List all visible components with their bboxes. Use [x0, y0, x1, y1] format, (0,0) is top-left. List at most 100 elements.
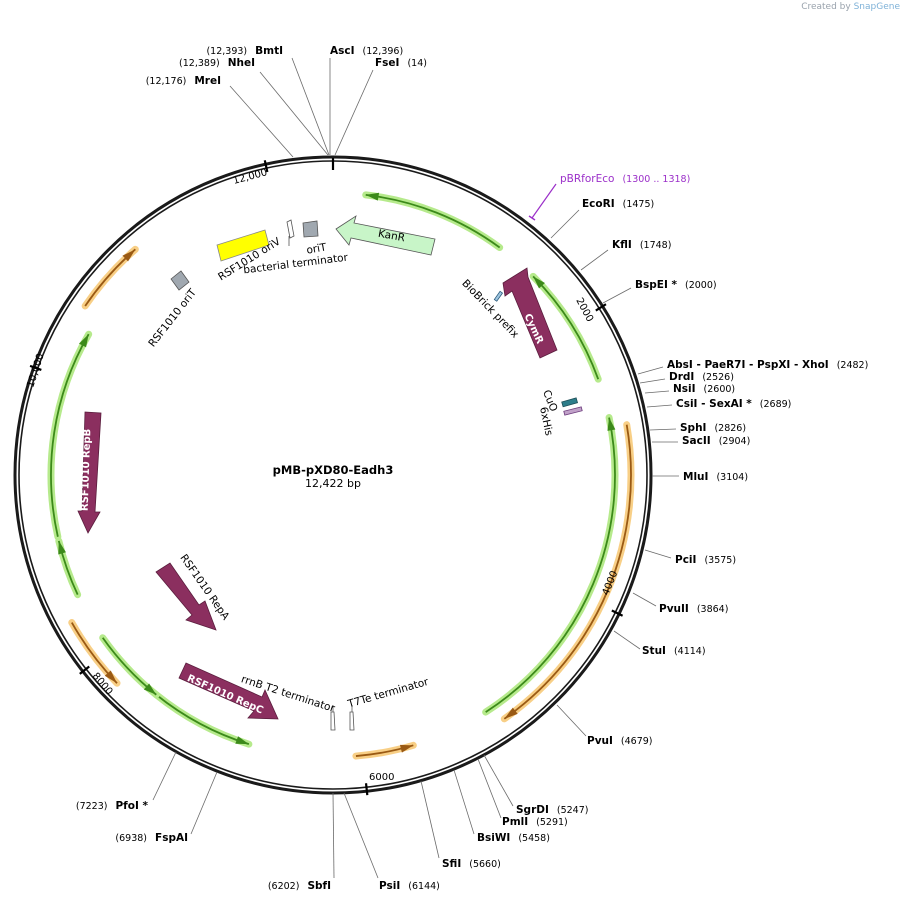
site-asci[interactable]: AscI(12,396) — [329, 45, 404, 155]
biobrick-marker — [493, 290, 504, 302]
feature-label: 6xHis — [537, 406, 555, 437]
site-position: (2904) — [719, 436, 751, 447]
feature-cymr[interactable]: CymR — [502, 267, 558, 359]
site-leader — [632, 592, 657, 607]
feature-orit[interactable]: oriT — [302, 220, 328, 257]
site-position: (3864) — [697, 604, 729, 615]
site-nhei[interactable]: (12,389)NheI — [179, 57, 329, 156]
site-name: AbsI - PaeR7I - PspXI - XhoI — [667, 359, 829, 371]
site-fspai[interactable]: (6938)FspAI — [115, 771, 218, 844]
plasmid-length: 12,422 bp — [305, 477, 361, 490]
orit-box — [302, 220, 319, 238]
site-name: PvuII — [659, 603, 689, 615]
feature-cuo[interactable]: CuO — [540, 388, 579, 413]
site-name: BspEI * — [635, 279, 678, 291]
site-position: (12,396) — [363, 46, 404, 57]
site-name: DrdI — [669, 371, 694, 383]
site-drdi[interactable]: DrdI(2526) — [639, 371, 734, 384]
site-label: PmlI(5291) — [502, 816, 568, 828]
site-mlui[interactable]: MluI (3104) — [652, 471, 748, 483]
site-nsii[interactable]: NsiI(2600) — [644, 383, 735, 395]
site-leader — [602, 287, 632, 304]
site-label: CsiI - SexAI *(2689) — [676, 398, 791, 410]
site-position: (3104) — [716, 472, 748, 483]
site-name: KflI — [612, 239, 632, 251]
site-position: (14) — [407, 58, 427, 69]
site-stui[interactable]: StuI(4114) — [613, 630, 706, 657]
site-leader — [332, 792, 335, 879]
site-mrei[interactable]: (12,176)MreI — [146, 75, 294, 158]
feature-t7te-terminator[interactable]: T7Te terminator — [346, 676, 431, 731]
site-leader — [483, 754, 514, 807]
site-label: NsiI(2600) — [673, 383, 735, 395]
site-leader — [334, 69, 374, 156]
site-pvuii[interactable]: PvuII (3864) — [632, 592, 728, 615]
tick-mark — [29, 364, 42, 371]
site-label: AbsI - PaeR7I - PspXI - XhoI(2482) — [667, 359, 868, 371]
site-pfoi[interactable]: (7223)PfoI * — [76, 751, 177, 812]
site-sfii[interactable]: SfiI(5660) — [420, 780, 501, 870]
cymr-arrow — [502, 267, 558, 359]
tick-label: 2000 — [573, 296, 595, 324]
site-position: (2689) — [760, 399, 792, 410]
terminator-glyph — [349, 705, 355, 731]
site-pvui[interactable]: PvuI(4679) — [556, 704, 653, 747]
site-position: (2826) — [714, 423, 746, 434]
site-position: (5458) — [518, 833, 550, 844]
feature-rsf1010-repa[interactable]: RSF1010 RepA — [155, 552, 232, 631]
site-leader — [637, 366, 664, 375]
site-kfli[interactable]: KflI(1748) — [580, 239, 671, 271]
site-psii[interactable]: PsiI(6144) — [343, 792, 440, 892]
site-leader — [190, 771, 218, 835]
site-leader — [550, 209, 580, 239]
site-pmli[interactable]: PmlI(5291) — [477, 758, 568, 828]
feature-rsf1010-orit[interactable]: RSF1010 oriT — [146, 270, 199, 349]
site-bspei[interactable]: BspEI * (2000) — [602, 279, 717, 304]
site-leader — [613, 630, 641, 650]
site-csii-sexai[interactable]: CsiI - SexAI *(2689) — [646, 398, 791, 410]
site-position: (6938) — [115, 833, 147, 844]
site-label: PciI(3575) — [675, 554, 736, 566]
site-position: (5247) — [557, 805, 589, 816]
site-bsiwi[interactable]: BsiWI (5458) — [453, 769, 550, 844]
site-name: MluI — [683, 471, 708, 483]
site-label: PvuII (3864) — [659, 603, 728, 615]
site-position: (2000) — [685, 280, 717, 291]
orf-arrowhead — [143, 683, 157, 695]
site-sacii[interactable]: SacII(2904) — [652, 435, 750, 447]
feature-label: KanR — [377, 228, 406, 245]
site-sbfi[interactable]: (6202)SbfI — [268, 792, 335, 892]
orf-arc-glow — [482, 414, 619, 716]
site-leader — [644, 549, 672, 559]
site-sgrdi[interactable]: SgrDI (5247) — [483, 754, 589, 816]
site-leader — [343, 792, 379, 879]
site-fsei[interactable]: FseI(14) — [334, 57, 427, 156]
site-pcii[interactable]: PciI(3575) — [644, 549, 736, 566]
feature-kanr[interactable]: KanR — [335, 215, 436, 256]
site-position: (7223) — [76, 801, 108, 812]
site-name: SgrDI — [516, 804, 549, 816]
site-name: SphI — [680, 422, 706, 434]
feature-label: RSF1010 oriT — [146, 286, 199, 349]
6xhis-box — [563, 406, 583, 416]
feature-6xhis[interactable]: 6xHis — [537, 406, 583, 437]
cuo-box — [561, 397, 579, 408]
tick-label: 10,000 — [25, 352, 46, 389]
site-label: KflI(1748) — [612, 239, 671, 251]
site-bmti[interactable]: (12,393)BmtI — [206, 45, 330, 156]
site-pbrforeco[interactable]: pBRforEco(1300 .. 1318) — [528, 173, 690, 221]
site-sphi[interactable]: SphI (2826) — [649, 422, 746, 434]
site-name: BsiWI — [477, 832, 510, 844]
site-label: PvuI(4679) — [587, 735, 653, 747]
orf-arrowhead — [607, 417, 616, 431]
plasmid-name: pMB-pXD80-Eadh3 — [273, 463, 394, 477]
feature-rsf1010-repb[interactable]: RSF1010 RepB — [77, 411, 102, 534]
site-leader — [556, 704, 587, 737]
site-leader — [639, 378, 666, 384]
site-ecori[interactable]: EcoRI(1475) — [550, 198, 654, 239]
site-absi-paer7i-pspxi-xhoi[interactable]: AbsI - PaeR7I - PspXI - XhoI(2482) — [637, 359, 868, 375]
terminator-glyph — [330, 705, 336, 731]
orf-arc — [485, 417, 616, 713]
